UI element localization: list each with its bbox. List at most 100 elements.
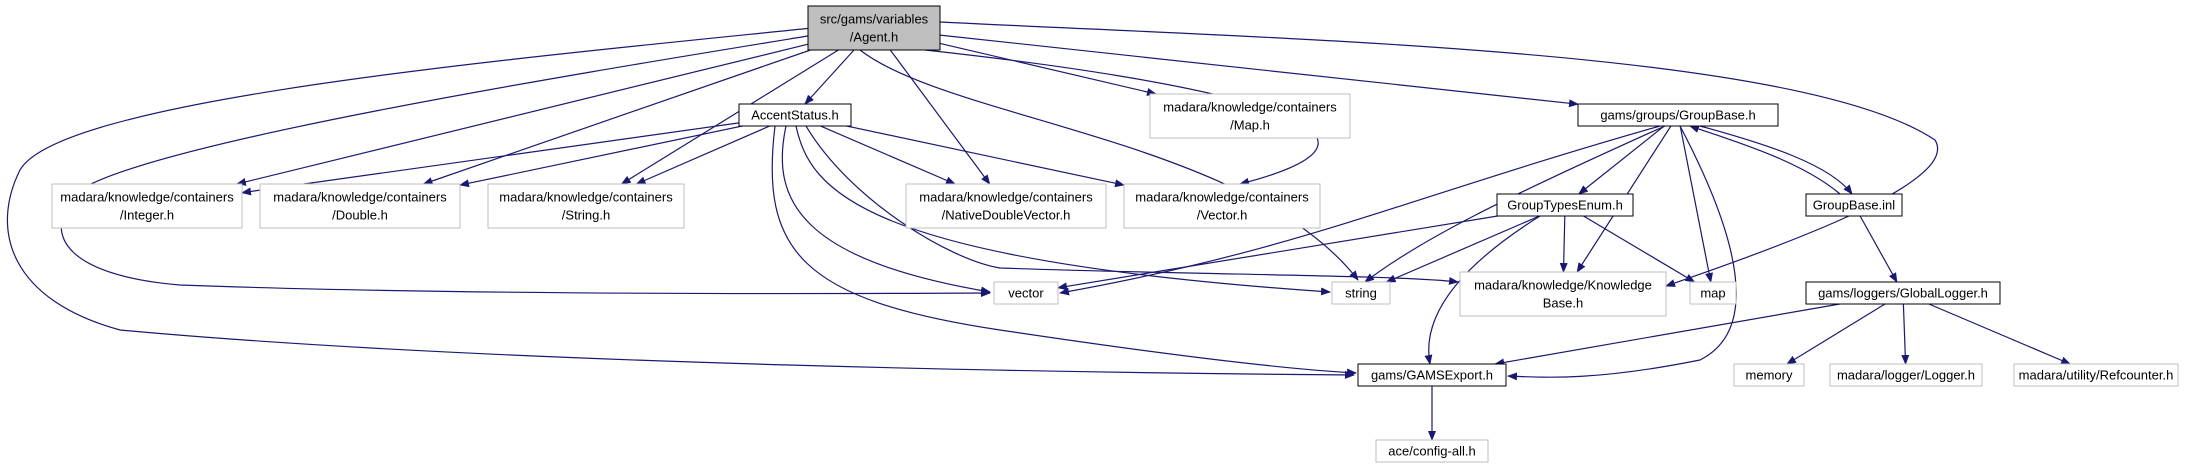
edge-agent-to-map_h — [939, 42, 1157, 96]
edge-global_logger_h-to-logger_h — [1901, 303, 1910, 365]
node-box — [1357, 363, 1507, 387]
node-map[interactable]: map — [1689, 281, 1737, 305]
node-agent[interactable]: src/gams/variables/Agent.h — [807, 5, 941, 51]
node-map-h[interactable]: madara/knowledge/containers/Map.h — [1149, 93, 1351, 139]
graph-nodes: src/gams/variables/Agent.hAccentStatus.h… — [51, 5, 2179, 463]
node-box — [1805, 193, 1903, 217]
node-label: /Map.h — [1230, 118, 1270, 133]
edge-group_base_h-to-gams_export_h — [1507, 125, 1737, 381]
node-box — [259, 183, 461, 229]
dependency-edges — [6, 21, 2072, 441]
node-box — [993, 281, 1059, 305]
node-box — [1805, 281, 2001, 305]
edge-agent-to-group_base_h — [939, 34, 1579, 108]
node-label: /Integer.h — [120, 208, 174, 223]
node-label: map — [1700, 286, 1725, 301]
edge-accent_status-to-integer_h — [241, 122, 740, 196]
edge-group_base_h-to-vector — [1059, 125, 1661, 296]
node-group-base-inl[interactable]: GroupBase.inl — [1805, 193, 1903, 217]
edge-accent_status-to-string — [795, 125, 1331, 296]
node-box — [1577, 103, 1779, 127]
node-vector[interactable]: vector — [993, 281, 1059, 305]
node-box — [487, 183, 685, 229]
edge-agent-to-string_h — [620, 49, 839, 185]
node-memory[interactable]: memory — [1733, 363, 1805, 387]
edge-global_logger_h-to-refcounter_h — [1928, 303, 2072, 365]
edge-agent-to-accent_status — [804, 49, 855, 105]
node-label: /Double.h — [332, 208, 388, 223]
node-label: madara/knowledge/containers — [499, 190, 673, 205]
edge-global_logger_h-to-gams_export_h — [1494, 303, 1840, 367]
node-label: vector — [1008, 286, 1044, 301]
node-box — [905, 183, 1107, 229]
node-string-h[interactable]: madara/knowledge/containers/String.h — [487, 183, 685, 229]
node-label: madara/logger/Logger.h — [1837, 368, 1975, 383]
edge-group_base_inl-to-group_base_h — [1689, 125, 1841, 195]
edge-agent-to-string — [859, 49, 1359, 281]
node-vector-h[interactable]: madara/knowledge/containers/Vector.h — [1123, 183, 1321, 229]
node-logger-h[interactable]: madara/logger/Logger.h — [1829, 363, 1983, 387]
edge-group_base_h-to-group_types_enum_h — [1578, 125, 1665, 195]
node-label: madara/knowledge/containers — [1135, 190, 1309, 205]
node-ace-config-all-h[interactable]: ace/config-all.h — [1375, 439, 1489, 463]
node-box — [1375, 439, 1489, 463]
node-label: GroupBase.inl — [1813, 198, 1895, 213]
node-box — [1829, 363, 1983, 387]
node-refcounter-h[interactable]: madara/utility/Refcounter.h — [2013, 363, 2179, 387]
node-group-types-enum-h[interactable]: GroupTypesEnum.h — [1496, 193, 1634, 217]
node-gams-export-h[interactable]: gams/GAMSExport.h — [1357, 363, 1507, 387]
edge-group_types_enum_h-to-gams_export_h — [1424, 215, 1541, 365]
node-group-base-h[interactable]: gams/groups/GroupBase.h — [1577, 103, 1779, 127]
node-box — [1123, 183, 1321, 229]
node-box — [1331, 281, 1391, 305]
edge-agent-to-native_double_vector_h — [889, 49, 991, 185]
edge-accent_status-to-vector — [781, 125, 991, 295]
node-box — [1496, 193, 1634, 217]
node-native-double-vector-h[interactable]: madara/knowledge/containers/NativeDouble… — [905, 183, 1107, 229]
node-label: /Agent.h — [850, 30, 898, 45]
node-label: madara/knowledge/containers — [919, 190, 1093, 205]
node-label: madara/knowledge/containers — [273, 190, 447, 205]
node-integer-h[interactable]: madara/knowledge/containers/Integer.h — [51, 183, 243, 229]
node-label: memory — [1746, 368, 1793, 383]
node-label: string — [1345, 286, 1377, 301]
node-label: Base.h — [1543, 296, 1583, 311]
node-label: ace/config-all.h — [1388, 444, 1475, 459]
edge-group_types_enum_h-to-knowledge_base_h — [1559, 215, 1568, 273]
edge-agent-to-vector — [60, 33, 991, 298]
node-label: madara/knowledge/containers — [1163, 100, 1337, 115]
node-box — [51, 183, 243, 229]
edge-agent-to-integer_h — [235, 43, 809, 186]
node-box — [738, 103, 852, 127]
edge-accent_status-to-double_h — [459, 125, 743, 188]
edge-agent-to-knowledge_base_h — [939, 21, 1939, 287]
node-label: /NativeDoubleVector.h — [942, 208, 1071, 223]
node-string[interactable]: string — [1331, 281, 1391, 305]
edge-group_types_enum_h-to-vector — [1057, 215, 1498, 291]
edge-global_logger_h-to-memory — [1786, 303, 1886, 365]
node-box — [1459, 271, 1667, 317]
node-box — [807, 5, 941, 51]
node-label: madara/knowledge/Knowledge — [1474, 278, 1652, 293]
node-box — [1149, 93, 1351, 139]
node-accent-status[interactable]: AccentStatus.h — [738, 103, 852, 127]
node-label: GroupTypesEnum.h — [1507, 198, 1623, 213]
node-label: /Vector.h — [1197, 208, 1248, 223]
node-global-logger-h[interactable]: gams/loggers/GlobalLogger.h — [1805, 281, 2001, 305]
node-label: madara/utility/Refcounter.h — [2019, 368, 2174, 383]
edge-accent_status-to-vector_h — [846, 125, 1125, 188]
edge-group_base_h-to-map — [1679, 125, 1713, 283]
edge-group_base_h-to-string — [1364, 125, 1666, 283]
node-label: src/gams/variables — [820, 12, 929, 27]
edge-accent_status-to-gams_export_h — [771, 125, 1357, 377]
node-label: AccentStatus.h — [751, 108, 838, 123]
node-label: gams/GAMSExport.h — [1371, 368, 1493, 383]
edge-accent_status-to-native_double_vector_h — [820, 125, 956, 185]
node-double-h[interactable]: madara/knowledge/containers/Double.h — [259, 183, 461, 229]
node-box — [2013, 363, 2179, 387]
edge-group_types_enum_h-to-string — [1385, 215, 1540, 283]
edge-group_types_enum_h-to-map — [1583, 215, 1696, 283]
node-label: gams/groups/GroupBase.h — [1600, 108, 1755, 123]
